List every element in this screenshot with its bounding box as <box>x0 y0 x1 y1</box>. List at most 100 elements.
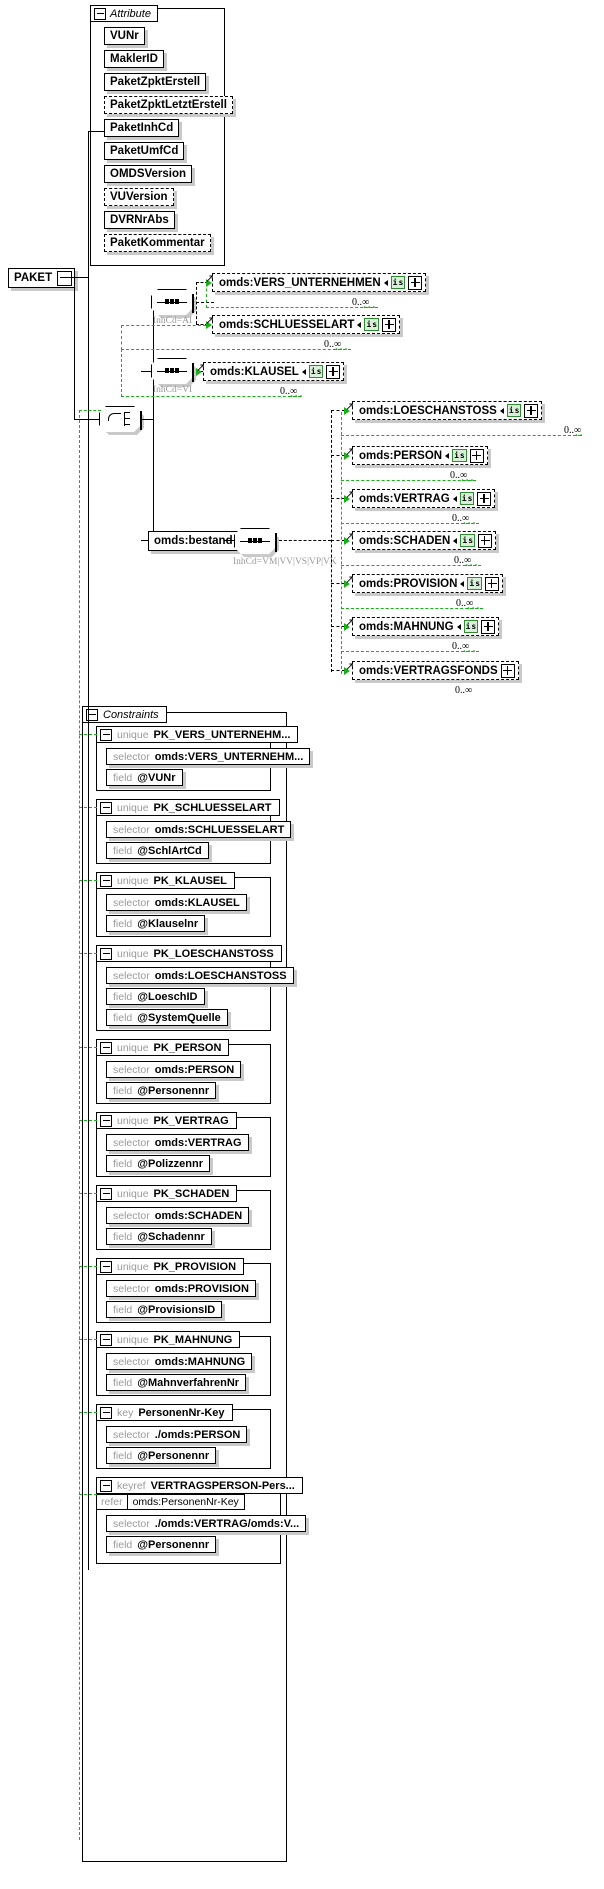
constraint-header[interactable]: unique PK_VERTRAG <box>96 1112 237 1129</box>
constraint-field-row[interactable]: field @Polizzennr <box>106 1155 210 1172</box>
constraint-header[interactable]: unique PK_VERS_UNTERNEHM... <box>96 726 299 743</box>
attribute-item-paketzpkterstell[interactable]: PaketZpktErstell <box>104 73 207 91</box>
constraint-field-row[interactable]: field @ProvisionsID <box>106 1301 223 1318</box>
sequence-compositor-ai[interactable] <box>151 289 201 318</box>
constraint-selector-row[interactable]: selector omds:KLAUSEL <box>106 894 247 911</box>
constraint-field-row[interactable]: field @Klauselnr <box>106 915 206 932</box>
constraint-header[interactable]: unique PK_KLAUSEL <box>96 872 235 889</box>
expand-plus-icon[interactable] <box>477 491 492 506</box>
expand-plus-icon[interactable] <box>408 275 423 290</box>
constraint-header[interactable]: unique PK_PROVISION <box>96 1258 245 1275</box>
minus-icon[interactable] <box>100 1187 112 1200</box>
constraint-header[interactable]: unique PK_SCHLUESSELART <box>96 799 280 816</box>
compositor-collapse-icon[interactable] <box>275 533 277 552</box>
constraint-selector-row[interactable]: selector omds:VERS_UNTERNEHM... <box>106 748 311 765</box>
sequence-compositor-vi[interactable] <box>151 358 201 387</box>
green-arrow-icon <box>344 623 350 631</box>
expand-plus-icon[interactable] <box>326 364 341 379</box>
compositor-collapse-icon[interactable] <box>140 411 142 430</box>
connector-dashed <box>331 670 345 671</box>
minus-icon[interactable] <box>100 947 112 960</box>
constraint-selector-row[interactable]: selector omds:SCHLUESSELART <box>106 821 292 838</box>
attribute-group-tab[interactable]: Attribute <box>90 5 158 22</box>
attribute-item-paketumfcd[interactable]: PaketUmfCd <box>104 142 185 160</box>
choice-compositor[interactable] <box>99 406 149 435</box>
constraint-selector-row[interactable]: selector omds:LOESCHANSTOSS <box>106 967 294 984</box>
constraint-field-row[interactable]: field @VUNr <box>106 769 183 786</box>
compositor-collapse-icon[interactable] <box>192 363 194 382</box>
constraint-field-row[interactable]: field @Personennr <box>106 1447 217 1464</box>
constraint-selector-row[interactable]: selector ./omds:VERTRAG/omds:V... <box>106 1515 307 1532</box>
expand-plus-icon[interactable] <box>524 403 539 418</box>
minus-icon[interactable] <box>100 1333 112 1346</box>
constraint-field-row[interactable]: field @MahnverfahrenNr <box>106 1374 247 1391</box>
constraint-header[interactable]: unique PK_PERSON <box>96 1039 230 1056</box>
constraint-refer-row[interactable]: refer omds:PersonenNr-Key <box>96 1494 245 1510</box>
constraint-selector-row[interactable]: selector omds:PROVISION <box>106 1280 256 1297</box>
occurrence-dots-icon: ··· <box>463 518 477 530</box>
ref-arrow-icon: ↗ <box>345 617 355 629</box>
attribute-item-paketkommentar[interactable]: PaketKommentar <box>104 234 211 252</box>
constraint-field-row[interactable]: field @Personennr <box>106 1536 217 1553</box>
constraint-header[interactable]: unique PK_LOESCHANSTOSS <box>96 945 282 962</box>
attribute-item-vuversion[interactable]: VUVersion <box>104 188 174 206</box>
compositor-collapse-icon[interactable] <box>192 294 194 313</box>
green-arrow-icon <box>206 279 212 287</box>
constraint-field-row[interactable]: field @LoeschID <box>106 988 205 1005</box>
constraint-header[interactable]: unique PK_MAHNUNG <box>96 1331 241 1348</box>
constraint-selector-row[interactable]: selector omds:VERTRAG <box>106 1134 249 1151</box>
expand-plus-icon[interactable] <box>485 576 500 591</box>
constraint-field-row[interactable]: field @SchlArtCd <box>106 842 209 859</box>
expand-plus-icon[interactable] <box>469 448 484 463</box>
minus-icon[interactable] <box>100 1114 112 1127</box>
constraint-field-row[interactable]: field @SystemQuelle <box>106 1009 228 1026</box>
constraint-header[interactable]: unique PK_SCHADEN <box>96 1185 238 1202</box>
selector-value: omds:VERS_UNTERNEHM... <box>154 750 304 763</box>
sequence-compositor-bestand[interactable] <box>234 528 284 557</box>
field-label: field <box>113 1230 133 1243</box>
constraint-header[interactable]: key PersonenNr-Key <box>96 1404 233 1421</box>
field-value: @ProvisionsID <box>137 1303 216 1316</box>
attribute-item-paketinhcd[interactable]: PaketInhCd <box>104 119 180 137</box>
occurrence-dots-icon: ··· <box>335 344 349 356</box>
constraint-selector-row[interactable]: selector ./omds:PERSON <box>106 1426 248 1443</box>
minus-icon[interactable] <box>100 1479 112 1492</box>
constraint-header[interactable]: keyref VERTRAGSPERSON-Pers... <box>96 1477 303 1494</box>
expand-plus-icon[interactable] <box>481 619 496 634</box>
minus-icon[interactable] <box>100 1041 112 1054</box>
constraint-field-row[interactable]: field @Schadennr <box>106 1228 212 1245</box>
attribute-item-vunr[interactable]: VUNr <box>104 27 145 45</box>
constraint-selector-row[interactable]: selector omds:SCHADEN <box>106 1207 250 1224</box>
attribute-item-maklerid[interactable]: MaklerID <box>104 50 164 68</box>
constraints-tab[interactable]: Constraints <box>82 706 167 723</box>
constraint-selector-row[interactable]: selector omds:PERSON <box>106 1061 242 1078</box>
element-ref-vertragsfonds[interactable]: omds:VERTRAGSFONDS <box>352 661 519 680</box>
constraint-selector-row[interactable]: selector omds:MAHNUNG <box>106 1353 253 1370</box>
minus-icon[interactable] <box>100 1260 112 1273</box>
minus-icon[interactable] <box>94 7 106 20</box>
expand-plus-icon[interactable] <box>382 317 397 332</box>
minus-icon[interactable] <box>100 728 112 741</box>
minus-icon[interactable] <box>100 1406 112 1419</box>
constraint-name: PersonenNr-Key <box>138 1406 225 1419</box>
minus-icon[interactable] <box>100 874 112 887</box>
expand-plus-icon[interactable] <box>478 533 493 548</box>
green-arrow-icon <box>344 407 350 415</box>
expand-plus-icon[interactable] <box>500 663 515 678</box>
element-label: omds:VERTRAG <box>359 492 450 505</box>
constraint-field-row[interactable]: field @Personennr <box>106 1082 217 1099</box>
attribute-item-omdsversion[interactable]: OMDSVersion <box>104 165 193 183</box>
minus-icon[interactable] <box>100 801 112 814</box>
attribute-item-paketzpktletzterstell[interactable]: PaketZpktLetztErstell <box>104 96 233 114</box>
attribute-item-dvrnrabs[interactable]: DVRNrAbs <box>104 211 175 229</box>
sequence-dot-icon <box>253 538 257 543</box>
